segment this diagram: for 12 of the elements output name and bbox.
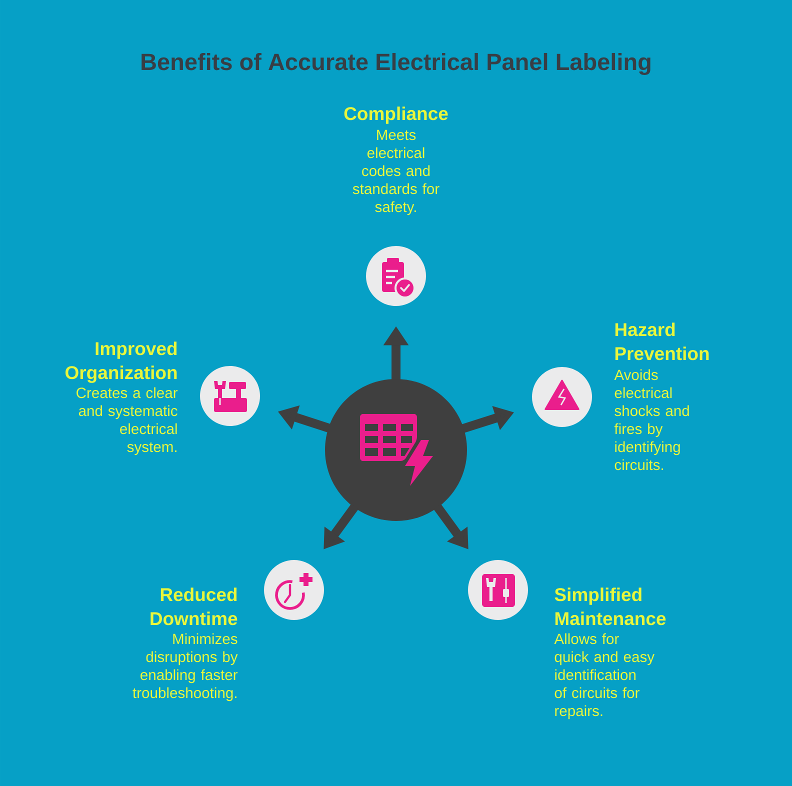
title: Benefits of Accurate Electrical Panel Labeling bbox=[142, 52, 650, 75]
description: Creates a clear and systematic electrical system. bbox=[76, 387, 178, 456]
heading: Compliance bbox=[344, 106, 448, 124]
description: Minimizes disruptions by enabling faster troubleshooting. bbox=[132, 633, 238, 702]
heading: Simplified Maintenance bbox=[554, 588, 666, 626]
heading: Reduced Downtime bbox=[150, 588, 238, 626]
description: Meets electrical codes and standards for safety. bbox=[352, 130, 440, 216]
description: Avoids electrical shocks and fires by identifying circuits. bbox=[614, 369, 689, 470]
heading: Improved Organization bbox=[66, 342, 177, 383]
icon-circle bbox=[264, 560, 324, 620]
description: Allows for quick and easy identification of circuits for repairs. bbox=[554, 633, 655, 720]
heading: Hazard Prevention bbox=[615, 322, 709, 360]
